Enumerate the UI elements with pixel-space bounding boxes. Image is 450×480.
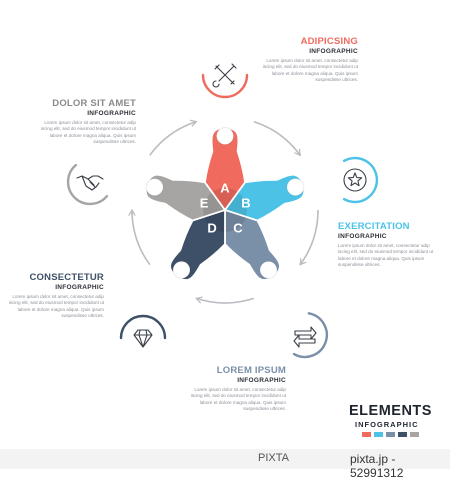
tip-dot-5 [145, 178, 164, 197]
icon-ring-1 [201, 73, 249, 99]
segment-divider [224, 209, 258, 222]
segment-divider [224, 182, 246, 211]
segment-dots [145, 127, 305, 279]
brand-title: ELEMENTS [349, 403, 432, 419]
icon-ring-5 [66, 163, 109, 206]
icon-ring-2 [342, 156, 379, 204]
pentagon-infographic: ABC DE [66, 63, 379, 359]
segment-divider [192, 209, 226, 222]
flow-arrow-5 [149, 119, 198, 156]
brand-swatch-3 [386, 432, 395, 437]
label-c-title: LOREM IPSUM [216, 365, 286, 376]
segment-letters: ABC DE [200, 181, 251, 236]
segment-letter-a: A [220, 181, 230, 196]
tip-dot-4 [172, 260, 191, 279]
flow-arrow-1 [253, 120, 301, 157]
flow-arrow-3 [195, 296, 254, 304]
segment-icons [76, 63, 367, 348]
tip-dot-2 [286, 178, 305, 197]
label-e: DOLOR SIT AMET INFOGRAPHIC Lorem ipsum d… [36, 98, 136, 145]
stock-footer: PIXTA pixta.jp - 52991312 [0, 449, 450, 480]
label-b-body: Lorem ipsum dolor sit amet, consectetur … [338, 243, 434, 267]
stock-number: pixta.jp - 52991312 [350, 452, 404, 480]
flow-arrows [128, 119, 319, 304]
icon-rings [66, 73, 379, 359]
label-b-subtitle: INFOGRAPHIC [338, 233, 387, 240]
label-b-title: EXERCITATION [338, 221, 410, 232]
brand-swatch-5 [410, 432, 419, 437]
diagram-segments [145, 127, 305, 281]
segment-letter-b: B [241, 196, 250, 211]
handshake-icon [76, 175, 104, 191]
label-d-title: CONSECTETUR [29, 272, 104, 283]
segment-letter-c: C [233, 220, 243, 235]
flow-arrow-4 [128, 208, 151, 266]
label-e-title: DOLOR SIT AMET [52, 98, 136, 109]
label-d: CONSECTETUR INFOGRAPHIC Lorem ipsum dolo… [8, 272, 104, 319]
tip-dot-1 [216, 127, 234, 145]
label-e-subtitle: INFOGRAPHIC [87, 110, 136, 117]
label-d-subtitle: INFOGRAPHIC [55, 284, 104, 291]
label-b: EXERCITATION INFOGRAPHIC Lorem ipsum dol… [338, 221, 440, 268]
diamond-icon [133, 329, 153, 348]
star-icon [343, 168, 367, 192]
brand-swatch-1 [362, 432, 371, 437]
icon-ring-3 [292, 312, 328, 359]
brand-swatch-2 [374, 432, 383, 437]
label-a: ADIPICSING INFOGRAPHIC Lorem ipsum dolor… [258, 36, 358, 83]
label-a-body: Lorem ipsum dolor sit amet, consectetur … [262, 58, 358, 82]
transfer-arrows-icon [293, 326, 317, 348]
stock-brandmark: PIXTA [258, 452, 289, 464]
label-e-body: Lorem ipsum dolor sit amet, consectetur … [40, 120, 136, 144]
brand-swatch-4 [398, 432, 407, 437]
label-d-body: Lorem ipsum dolor sit amet, consectetur … [8, 294, 104, 318]
icon-ring-4 [119, 314, 167, 340]
label-c-subtitle: INFOGRAPHIC [237, 377, 286, 384]
label-a-subtitle: INFOGRAPHIC [309, 48, 358, 55]
label-c: LOREM IPSUM INFOGRAPHIC Lorem ipsum dolo… [186, 365, 286, 412]
tools-icon [212, 63, 237, 88]
segment-divider [204, 182, 226, 211]
label-a-title: ADIPICSING [300, 36, 358, 47]
segment-letter-e: E [200, 196, 209, 211]
tip-dot-3 [259, 260, 278, 279]
label-c-body: Lorem ipsum dolor sit amet, consectetur … [190, 387, 286, 411]
brand-subtitle: INFOGRAPHIC [355, 420, 419, 429]
segment-letter-d: D [207, 220, 216, 235]
flow-arrow-2 [299, 209, 319, 266]
